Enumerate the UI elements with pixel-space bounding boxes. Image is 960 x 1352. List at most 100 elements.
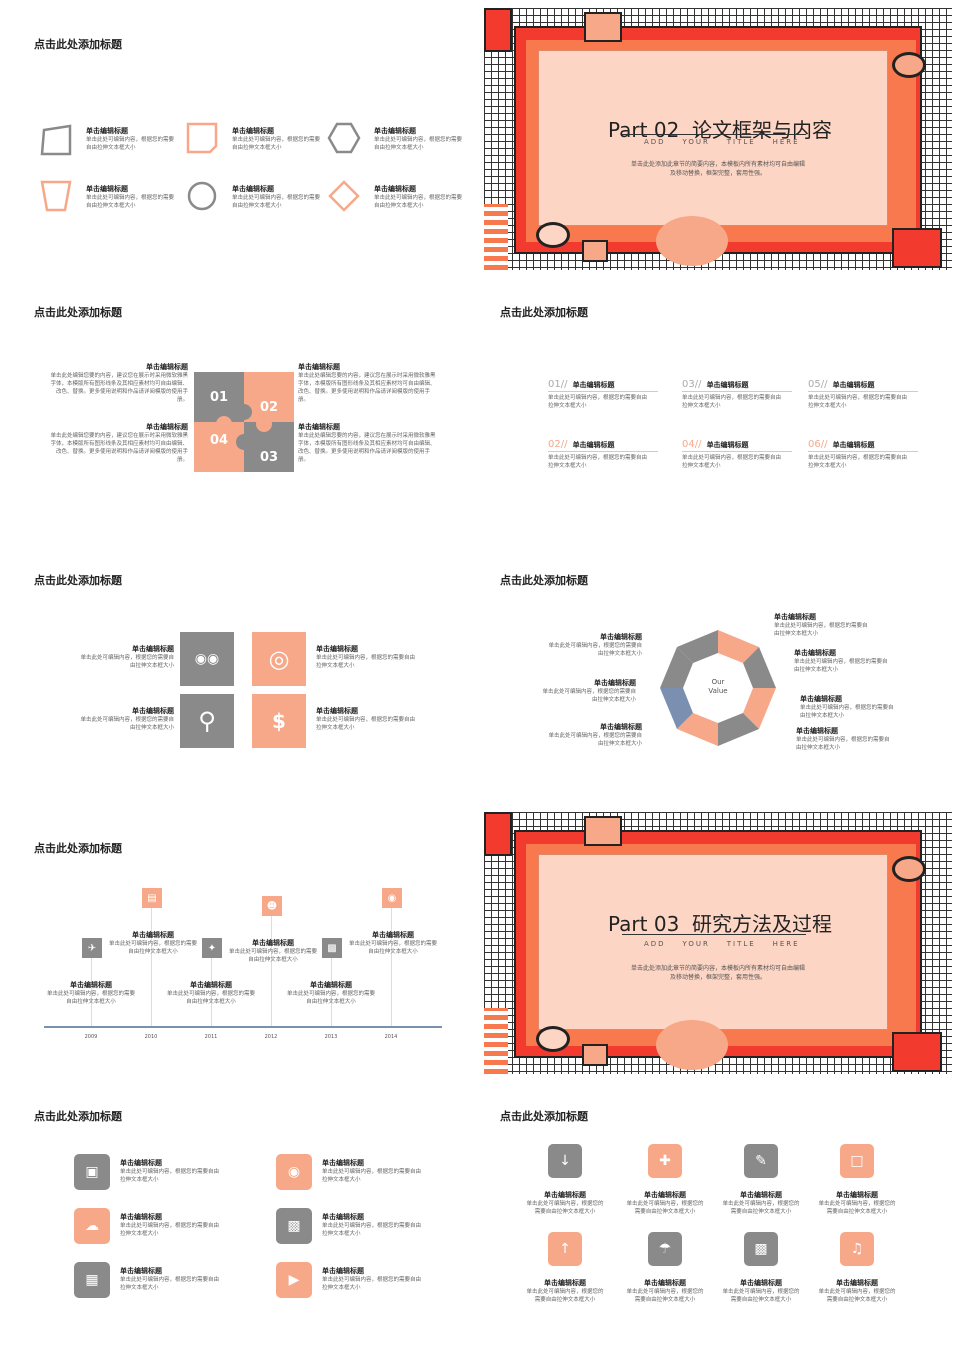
cycle-segment	[718, 630, 759, 663]
grid-item-7: 单击编辑标题单击此处可编辑内容，根据您的需要自由拉伸文本框大小	[722, 1279, 800, 1303]
puzzle-text-2: 单击编辑标题 单击此处编辑您要的内容，建议您在展示时采用微软雅黑字体，本模版所有…	[298, 363, 436, 403]
cycle-label-5: 单击编辑标题单击此处可编辑内容，根据您的需要自由拉伸文本框大小	[548, 633, 642, 657]
corner-block	[484, 812, 512, 856]
video-camera-icon: ▶	[276, 1262, 312, 1298]
cycle-segment	[660, 688, 693, 729]
star-icon: ✦	[202, 938, 222, 958]
numbered-item-03: 03// 单击编辑标题	[682, 372, 792, 392]
globe-icon: ◉	[382, 888, 402, 908]
timeline-year: 2009	[84, 1034, 98, 1040]
puzzle-knob	[236, 404, 252, 420]
timeline-year: 2013	[324, 1034, 338, 1040]
briefcase-icon: ▩	[322, 938, 342, 958]
umbrella-icon: ☂	[648, 1232, 682, 1266]
puzzle-piece-03: 03	[244, 422, 294, 472]
grid-item-2: 单击编辑标题单击此处可编辑内容，根据您的需要自由拉伸文本框大小	[626, 1191, 704, 1215]
timeline-event-2014: 单击编辑标题单击此处可编辑内容，根据您的需要自由拉伸文本框大小	[348, 931, 437, 955]
section-subtitle: ADD YOUR TITLE HERE	[644, 940, 800, 948]
shape-item-3: 单击编辑标题 单击此处可编辑内容，根据您的需要自由拉伸文本框大小	[374, 127, 463, 151]
ellipse-decor	[656, 1020, 728, 1070]
grid-item-3: 单击编辑标题单击此处可编辑内容，根据您的需要自由拉伸文本框大小	[722, 1191, 800, 1215]
first-aid-icon: ✚	[648, 1144, 682, 1178]
section-heading: Part 03 研究方法及过程	[608, 912, 833, 936]
numbered-item-01: 01// 单击编辑标题	[548, 372, 658, 392]
slide-icon-grid: 点击此处添加标题 ↓ 单击编辑标题单击此处可编辑内容，根据您的需要自由拉伸文本框…	[484, 1080, 952, 1342]
user-icon: ☻	[262, 896, 282, 916]
shape-item-5: 单击编辑标题 单击此处可编辑内容，根据您的需要自由拉伸文本框大小	[232, 185, 321, 209]
puzzle-text-4: 单击编辑标题 单击此处编辑您要的内容，建议您在展示时采用微软雅黑字体，本模版所有…	[50, 423, 188, 463]
grid-item-5: 单击编辑标题单击此处可编辑内容，根据您的需要自由拉伸文本框大小	[526, 1279, 604, 1303]
numbered-item-06: 06// 单击编辑标题	[808, 432, 918, 452]
puzzle-knob	[256, 416, 272, 432]
tile-text-3: 单击编辑标题 单击此处可编辑内容，根据您的需要自由拉伸文本框大小	[80, 707, 174, 731]
timeline-stem	[331, 958, 332, 1026]
timeline-axis	[44, 1026, 442, 1028]
shape-item-2: 单击编辑标题 单击此处可编辑内容，根据您的需要自由拉伸文本框大小	[232, 127, 321, 151]
slide-icon-tiles: 点击此处添加标题 单击编辑标题 单击此处可编辑内容，根据您的需要自由拉伸文本框大…	[8, 544, 476, 806]
ring-decor	[892, 856, 926, 882]
cycle-label-6: 单击编辑标题单击此处可编辑内容，根据您的需要自由拉伸文本框大小	[542, 679, 636, 703]
camera-icon: ◉	[276, 1154, 312, 1190]
bucket-outline-icon	[40, 180, 72, 212]
timeline-year: 2012	[264, 1034, 278, 1040]
music-icon: ♫	[840, 1232, 874, 1266]
slide-title: 点击此处添加标题	[500, 1110, 588, 1123]
slide-title: 点击此处添加标题	[34, 842, 122, 855]
chat-icon: □	[840, 1144, 874, 1178]
cycle-diagram	[660, 630, 776, 746]
square-block	[584, 12, 622, 42]
timeline-event-2013: 单击编辑标题单击此处可编辑内容，根据您的需要自由拉伸文本框大小	[286, 981, 375, 1005]
hexagon-outline-icon	[327, 122, 361, 154]
heading-rule	[622, 934, 806, 935]
cycle-label-1: 单击编辑标题单击此处可编辑内容，根据您的需要自由拉伸文本框大小	[774, 613, 868, 637]
circle-outline-icon	[187, 181, 217, 211]
cycle-segment	[718, 713, 759, 746]
puzzle-text-1: 单击编辑标题 单击此处编辑您要的内容，建议您在展示时采用微软雅黑字体，本模版所有…	[50, 363, 188, 403]
timeline-year: 2011	[204, 1034, 218, 1040]
slide-title: 点击此处添加标题	[34, 38, 122, 51]
square-block	[582, 240, 608, 262]
heading-rule	[622, 134, 806, 135]
corner-block	[484, 8, 512, 52]
slide-timeline: 点击此处添加标题 ▤ ☻ ◉ ✈ ✦ ▩ 单击编辑标题单击此处可编辑内容，根据您…	[8, 812, 476, 1074]
timeline-event-2011: 单击编辑标题单击此处可编辑内容，根据您的需要自由拉伸文本框大小	[166, 981, 255, 1005]
numbered-item-05: 05// 单击编辑标题	[808, 372, 918, 392]
timeline-event-2009: 单击编辑标题单击此处可编辑内容，根据您的需要自由拉伸文本框大小	[46, 981, 135, 1005]
tile-text-4: 单击编辑标题 单击此处可编辑内容，根据您的需要自由拉伸文本框大小	[316, 707, 416, 731]
square-block	[584, 816, 622, 846]
timeline-event-2010: 单击编辑标题单击此处可编辑内容，根据您的需要自由拉伸文本框大小	[108, 931, 197, 955]
slide-numbered-list: 点击此处添加标题 01// 单击编辑标题 单击此处可编辑内容，根据您的需要自由拉…	[484, 276, 952, 538]
timeline-stem	[391, 908, 392, 1026]
ring-decor	[536, 1026, 570, 1052]
grid-item-6: 单击编辑标题单击此处可编辑内容，根据您的需要自由拉伸文本框大小	[626, 1279, 704, 1303]
grid-item-4: 单击编辑标题单击此处可编辑内容，根据您的需要自由拉伸文本框大小	[818, 1191, 896, 1215]
numbered-item-04: 04// 单击编辑标题	[682, 432, 792, 452]
timeline-event-2012: 单击编辑标题单击此处可编辑内容，根据您的需要自由拉伸文本框大小	[228, 939, 317, 963]
timeline-stem	[211, 958, 212, 1026]
note-outline-icon	[186, 122, 218, 154]
cycle-segment	[743, 688, 776, 729]
target-icon: ◎	[252, 632, 306, 686]
slide-title: 点击此处添加标题	[34, 1110, 122, 1123]
trapezoid-outline-icon	[40, 124, 72, 156]
cycle-segment	[677, 713, 718, 746]
ellipse-decor	[656, 216, 728, 266]
slide-section-part-02: Part 02 论文框架与内容 ADD YOUR TITLE HERE 单击此处…	[484, 8, 952, 270]
tile-text-2: 单击编辑标题 单击此处可编辑内容，根据您的需要自由拉伸文本框大小	[316, 645, 416, 669]
stripe-decor	[484, 204, 508, 270]
content-panel	[538, 854, 888, 1030]
brush-icon: ✎	[744, 1144, 778, 1178]
list-item-5: 单击编辑标题单击此处可编辑内容，根据您的需要自由拉伸文本框大小	[120, 1267, 220, 1291]
puzzle-piece-01: 01	[194, 372, 244, 422]
diamond-outline-icon	[328, 180, 360, 212]
puzzle-text-3: 单击编辑标题 单击此处编辑您要的内容，建议您在展示时采用微软雅黑字体，本模版所有…	[298, 423, 436, 463]
section-subtitle: ADD YOUR TITLE HERE	[644, 138, 800, 146]
square-block	[582, 1044, 608, 1066]
cloud-icon: ☁	[74, 1208, 110, 1244]
document-icon: ▤	[142, 888, 162, 908]
timeline-stem	[91, 958, 92, 1026]
slide-section-part-03: Part 03 研究方法及过程 ADD YOUR TITLE HERE 单击此处…	[484, 812, 952, 1074]
puzzle-knob	[216, 416, 232, 432]
